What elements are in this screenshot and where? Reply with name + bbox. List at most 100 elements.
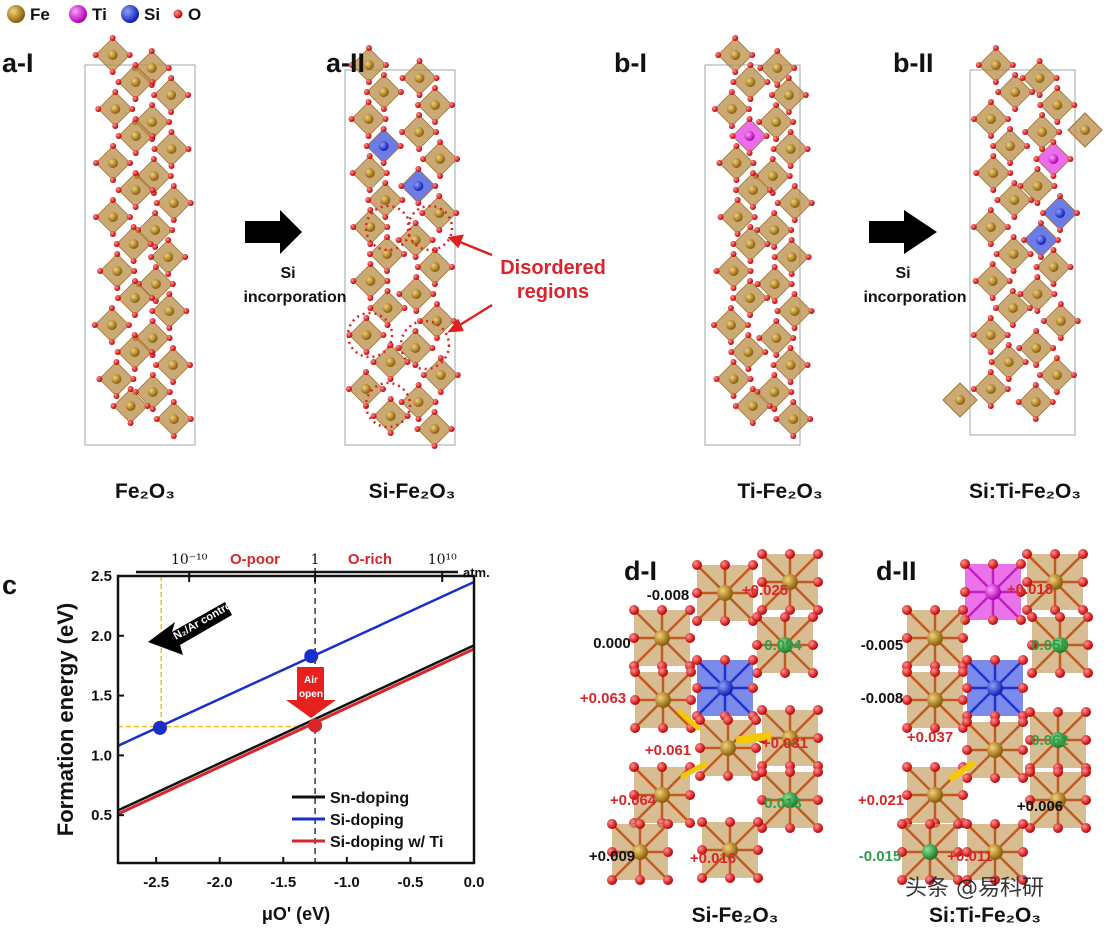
o-atom <box>766 403 773 409</box>
plot-frame <box>116 574 476 865</box>
o-atom <box>1067 156 1074 162</box>
fe-atom <box>166 90 177 100</box>
panel-tag-b-II: b-II <box>893 48 934 78</box>
o-atom <box>1009 62 1016 68</box>
o-atom <box>658 723 668 733</box>
o-atom <box>1081 795 1091 805</box>
o-atom <box>732 69 739 75</box>
o-atom <box>1005 342 1012 348</box>
o-atom <box>453 210 460 216</box>
x-axis-label: μO' (eV) <box>262 904 330 924</box>
o-atom <box>790 119 797 125</box>
o-atom <box>734 231 741 237</box>
fe-atom <box>431 316 442 326</box>
o-atom <box>1007 170 1014 176</box>
o-atom <box>747 96 754 102</box>
y-axis-label: Formation energy (eV) <box>53 603 78 836</box>
fe-atom <box>150 225 161 235</box>
caption-d-I: Si-Fe₂O₃ <box>692 904 779 927</box>
o-atom <box>170 183 177 189</box>
o-atom <box>725 817 735 827</box>
o-atom <box>131 278 138 284</box>
o-atom <box>131 366 138 372</box>
o-atom <box>730 393 737 399</box>
o-atom <box>1039 112 1046 118</box>
o-atom <box>152 244 159 250</box>
fe-atom <box>365 222 376 232</box>
o-atom <box>370 359 377 365</box>
si-atom <box>378 141 389 151</box>
o-atom <box>1037 254 1044 260</box>
fe-atom <box>782 730 798 746</box>
fe-atom <box>129 347 140 357</box>
o-atom <box>769 156 776 162</box>
arrow-b-line1: Si <box>895 265 910 282</box>
o-atom <box>766 187 773 193</box>
o-atom <box>148 48 155 54</box>
o-atom <box>398 399 405 405</box>
o-atom <box>713 376 720 382</box>
o-atom <box>401 305 408 311</box>
o-atom <box>185 146 192 152</box>
caption-d-II: Si:Ti-Fe₂O₃ <box>929 904 1041 927</box>
fe-atom <box>410 235 421 245</box>
o-atom <box>182 254 189 260</box>
o-atom <box>962 819 972 829</box>
fe-atom <box>955 395 965 405</box>
o-atom <box>148 254 155 260</box>
fe-atom <box>985 384 996 394</box>
fe-atom <box>771 117 782 127</box>
o-atom <box>379 386 386 392</box>
o-atom <box>1053 75 1060 81</box>
o-atom <box>770 146 777 152</box>
o-atom <box>382 62 389 68</box>
o-atom <box>962 773 972 783</box>
o-atom <box>387 342 394 348</box>
o-atom <box>629 605 639 615</box>
o-atom <box>763 133 770 139</box>
fe-legend-ball-icon <box>7 5 25 23</box>
o-atom <box>1011 214 1018 220</box>
o-atom <box>350 224 357 230</box>
o-atom <box>780 612 790 622</box>
n2-ar-controlled-label: N₂/Ar controlled <box>172 590 251 643</box>
fe-atom <box>1037 127 1048 137</box>
o-atom <box>730 295 737 301</box>
panel-tag-a-II: a-II <box>326 48 365 78</box>
o-atom <box>166 325 173 331</box>
o-atom <box>109 69 116 75</box>
o-atom <box>1053 389 1060 395</box>
o-atom <box>750 160 757 166</box>
o-atom <box>416 58 423 64</box>
o-atom <box>1054 237 1061 243</box>
fe-atom <box>1051 370 1062 380</box>
o-atom <box>1033 328 1040 334</box>
o-atom <box>1051 291 1058 297</box>
o-atom <box>186 362 193 368</box>
fe-atom <box>166 144 177 154</box>
si-atom <box>1035 235 1046 245</box>
fe-atom <box>364 168 375 178</box>
legend-entry: Si-doping w/ Ti <box>330 834 443 851</box>
o-atom <box>771 254 778 260</box>
o-atom <box>902 762 912 772</box>
o-atom <box>973 170 980 176</box>
o-atom <box>790 433 797 439</box>
fe-atom <box>361 330 372 340</box>
o-atom <box>813 795 823 805</box>
o-atom <box>953 819 963 829</box>
fe-atom <box>1030 397 1041 407</box>
o-atom <box>437 389 444 395</box>
o-atom <box>972 278 979 284</box>
o-atom <box>975 62 982 68</box>
o-atom <box>770 362 777 368</box>
fe-atom <box>125 401 136 411</box>
incorporation-arrow-b-icon <box>869 210 937 254</box>
o-atom <box>752 612 762 622</box>
fe-atom <box>363 114 374 124</box>
o-atom <box>362 369 369 375</box>
o-atom <box>751 214 758 220</box>
o-atom <box>992 79 999 85</box>
o-atom <box>764 79 771 85</box>
o-atom <box>1054 85 1061 91</box>
